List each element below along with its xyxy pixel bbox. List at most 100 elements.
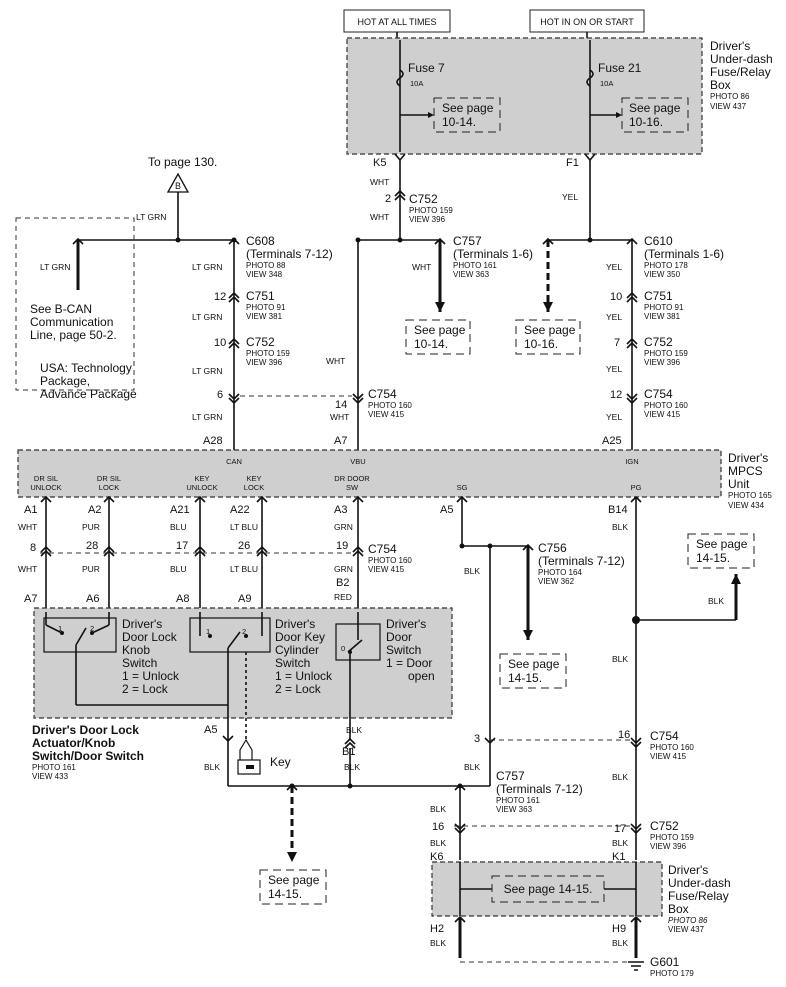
pin-a8: A8 (176, 593, 189, 605)
c756-label: C756 (538, 541, 567, 555)
svg-text:YEL: YEL (606, 262, 622, 272)
svg-text:SW: SW (346, 483, 359, 492)
svg-text:GRN: GRN (334, 522, 353, 532)
knob-switch-name-1: Driver's (122, 617, 162, 631)
key-label: Key (270, 755, 291, 769)
svg-text:BLU: BLU (170, 522, 187, 532)
svg-text:LT GRN: LT GRN (192, 312, 222, 322)
svg-text:Door: Door (386, 630, 412, 644)
svg-text:2 = Lock: 2 = Lock (122, 682, 169, 696)
svg-text:(Terminals 7-12): (Terminals 7-12) (496, 782, 583, 796)
c754-label-bottom: C754 (650, 729, 679, 743)
ref-box-fuse7[interactable] (433, 97, 501, 133)
bcan-ref-1[interactable]: See B-CAN (30, 302, 92, 316)
svg-text:17: 17 (614, 823, 626, 835)
pin-a7-lower: A7 (24, 593, 37, 605)
svg-text:Communication: Communication (30, 315, 113, 329)
svg-text:LOCK: LOCK (99, 483, 119, 492)
ref-box-14-15-c756[interactable] (499, 653, 567, 689)
svg-text:BLK: BLK (464, 762, 480, 772)
svg-text:Box: Box (710, 78, 731, 92)
svg-text:LT BLU: LT BLU (230, 522, 258, 532)
svg-text:Line, page 50-2.: Line, page 50-2. (30, 328, 117, 342)
pin-k5: K5 (373, 157, 386, 169)
svg-text:PHOTO 160: PHOTO 160 (650, 743, 694, 752)
pin-a5-lower: A5 (204, 724, 217, 736)
svg-text:Unit: Unit (728, 477, 750, 491)
ref-14-15-bottom[interactable]: See page (268, 873, 320, 887)
svg-text:WHT: WHT (326, 356, 345, 366)
svg-text:8: 8 (30, 542, 36, 554)
svg-text:(Terminals 7-12): (Terminals 7-12) (538, 554, 625, 568)
svg-text:Under-dash: Under-dash (668, 876, 731, 890)
svg-text:10-14.: 10-14. (414, 337, 448, 351)
svg-text:VIEW 362: VIEW 362 (538, 577, 575, 586)
ref-10-14[interactable]: See page (414, 323, 466, 337)
svg-text:UNLOCK: UNLOCK (186, 483, 217, 492)
svg-text:PHOTO 91: PHOTO 91 (644, 303, 684, 312)
ref-box-10-14[interactable] (405, 319, 471, 355)
svg-text:Fuse/Relay: Fuse/Relay (710, 65, 771, 79)
svg-text:10-16.: 10-16. (524, 337, 558, 351)
ref-box-10-16[interactable] (515, 319, 581, 355)
svg-text:DR SIL: DR SIL (34, 474, 58, 483)
svg-text:BLK: BLK (612, 654, 628, 664)
pin-a25: A25 (602, 435, 622, 447)
pin-b2: B2 (336, 577, 349, 589)
pin-a5-top: A5 (440, 504, 453, 516)
svg-text:VIEW 396: VIEW 396 (650, 842, 687, 851)
svg-text:14-15.: 14-15. (268, 887, 302, 901)
svg-text:PHOTO 179: PHOTO 179 (650, 969, 694, 978)
svg-text:1 = Unlock: 1 = Unlock (275, 669, 333, 683)
key-cylinder-switch-icon (189, 617, 271, 653)
ref-box-fuse21[interactable] (621, 97, 689, 133)
fusebox-top-name-1: Driver's (710, 39, 750, 53)
svg-text:VIEW 433: VIEW 433 (32, 772, 69, 781)
svg-text:Box: Box (668, 902, 689, 916)
svg-text:10-16.: 10-16. (629, 115, 663, 129)
svg-text:10: 10 (610, 291, 622, 303)
svg-text:Under-dash: Under-dash (710, 52, 773, 66)
fusebox-top-photo: PHOTO 86 (710, 92, 750, 101)
svg-text:Switch/Door Switch: Switch/Door Switch (32, 749, 144, 763)
svg-text:PHOTO 161: PHOTO 161 (32, 763, 76, 772)
svg-text:26: 26 (238, 540, 250, 552)
ref-box-14-15-bottom[interactable] (259, 869, 327, 905)
ref-box-14-15-right[interactable] (687, 533, 755, 569)
ref-14-15-right[interactable]: See page (696, 537, 748, 551)
svg-text:YEL: YEL (606, 312, 622, 322)
bottom-fusebox-ref[interactable]: See page 14-15. (504, 882, 593, 896)
svg-text:VIEW 415: VIEW 415 (644, 410, 681, 419)
ref-10-16[interactable]: See page (524, 323, 576, 337)
fuse21-ref[interactable]: See page (629, 101, 681, 115)
svg-text:VIEW 396: VIEW 396 (246, 358, 283, 367)
svg-text:17: 17 (176, 540, 188, 552)
svg-text:VIEW 396: VIEW 396 (409, 215, 446, 224)
svg-text:Switch: Switch (275, 656, 310, 670)
svg-text:BLK: BLK (204, 762, 220, 772)
svg-text:(Terminals 1-6): (Terminals 1-6) (644, 247, 724, 261)
svg-text:DR SIL: DR SIL (97, 474, 121, 483)
c752-label-top: C752 (409, 192, 438, 206)
fuse-box-top (346, 37, 703, 155)
svg-text:PHOTO 161: PHOTO 161 (496, 796, 540, 805)
pin-a1: A1 (24, 504, 37, 516)
fuse7-ref[interactable]: See page (442, 101, 494, 115)
svg-text:1: 1 (206, 627, 210, 636)
c751-label-left: C751 (246, 289, 275, 303)
svg-text:YEL: YEL (606, 364, 622, 374)
svg-text:(Terminals 7-12): (Terminals 7-12) (246, 247, 333, 261)
pin-h9: H9 (612, 923, 626, 935)
svg-text:SG: SG (457, 483, 468, 492)
svg-text:KEY: KEY (194, 474, 209, 483)
pin-a6: A6 (86, 593, 99, 605)
ref-14-15-c756[interactable]: See page (508, 657, 560, 671)
svg-text:PUR: PUR (82, 522, 100, 532)
pin-a28: A28 (203, 435, 223, 447)
svg-text:WHT: WHT (330, 412, 349, 422)
ref-box-bottom-fusebox[interactable] (491, 875, 605, 903)
svg-text:BLK: BLK (708, 596, 724, 606)
pin-a21: A21 (170, 504, 190, 516)
svg-text:BLK: BLK (430, 938, 446, 948)
